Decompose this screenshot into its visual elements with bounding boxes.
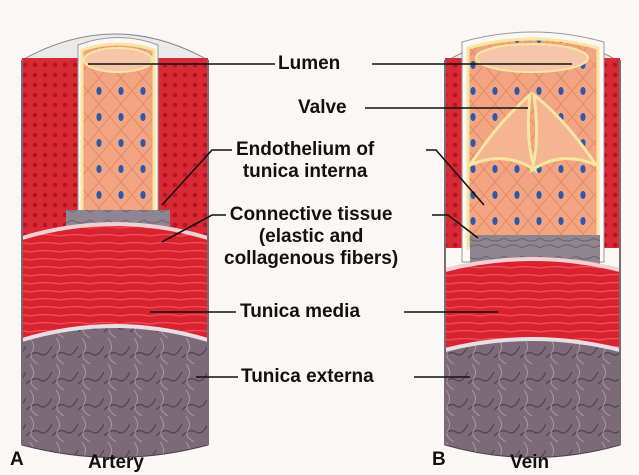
label-valve: Valve (298, 97, 347, 119)
artery-illustration (22, 34, 208, 458)
label-connective-line1: Connective tissue (224, 204, 398, 226)
label-tunica-externa: Tunica externa (241, 366, 374, 388)
label-tunica-media: Tunica media (240, 301, 360, 323)
label-endothelium-line2: tunica interna (236, 161, 374, 183)
label-endothelium: Endothelium of tunica interna (236, 139, 374, 183)
label-connective-tissue: Connective tissue (elastic and collageno… (224, 204, 398, 270)
label-lumen: Lumen (278, 53, 340, 75)
vein-illustration (445, 32, 620, 458)
label-connective-line2: (elastic and (224, 226, 398, 248)
caption-artery: Artery (88, 452, 144, 474)
caption-vein: Vein (510, 452, 549, 474)
label-connective-line3: collagenous fibers) (224, 248, 398, 270)
panel-letter-b: B (432, 449, 446, 471)
label-endothelium-line1: Endothelium of (236, 139, 374, 161)
panel-letter-a: A (10, 449, 24, 471)
